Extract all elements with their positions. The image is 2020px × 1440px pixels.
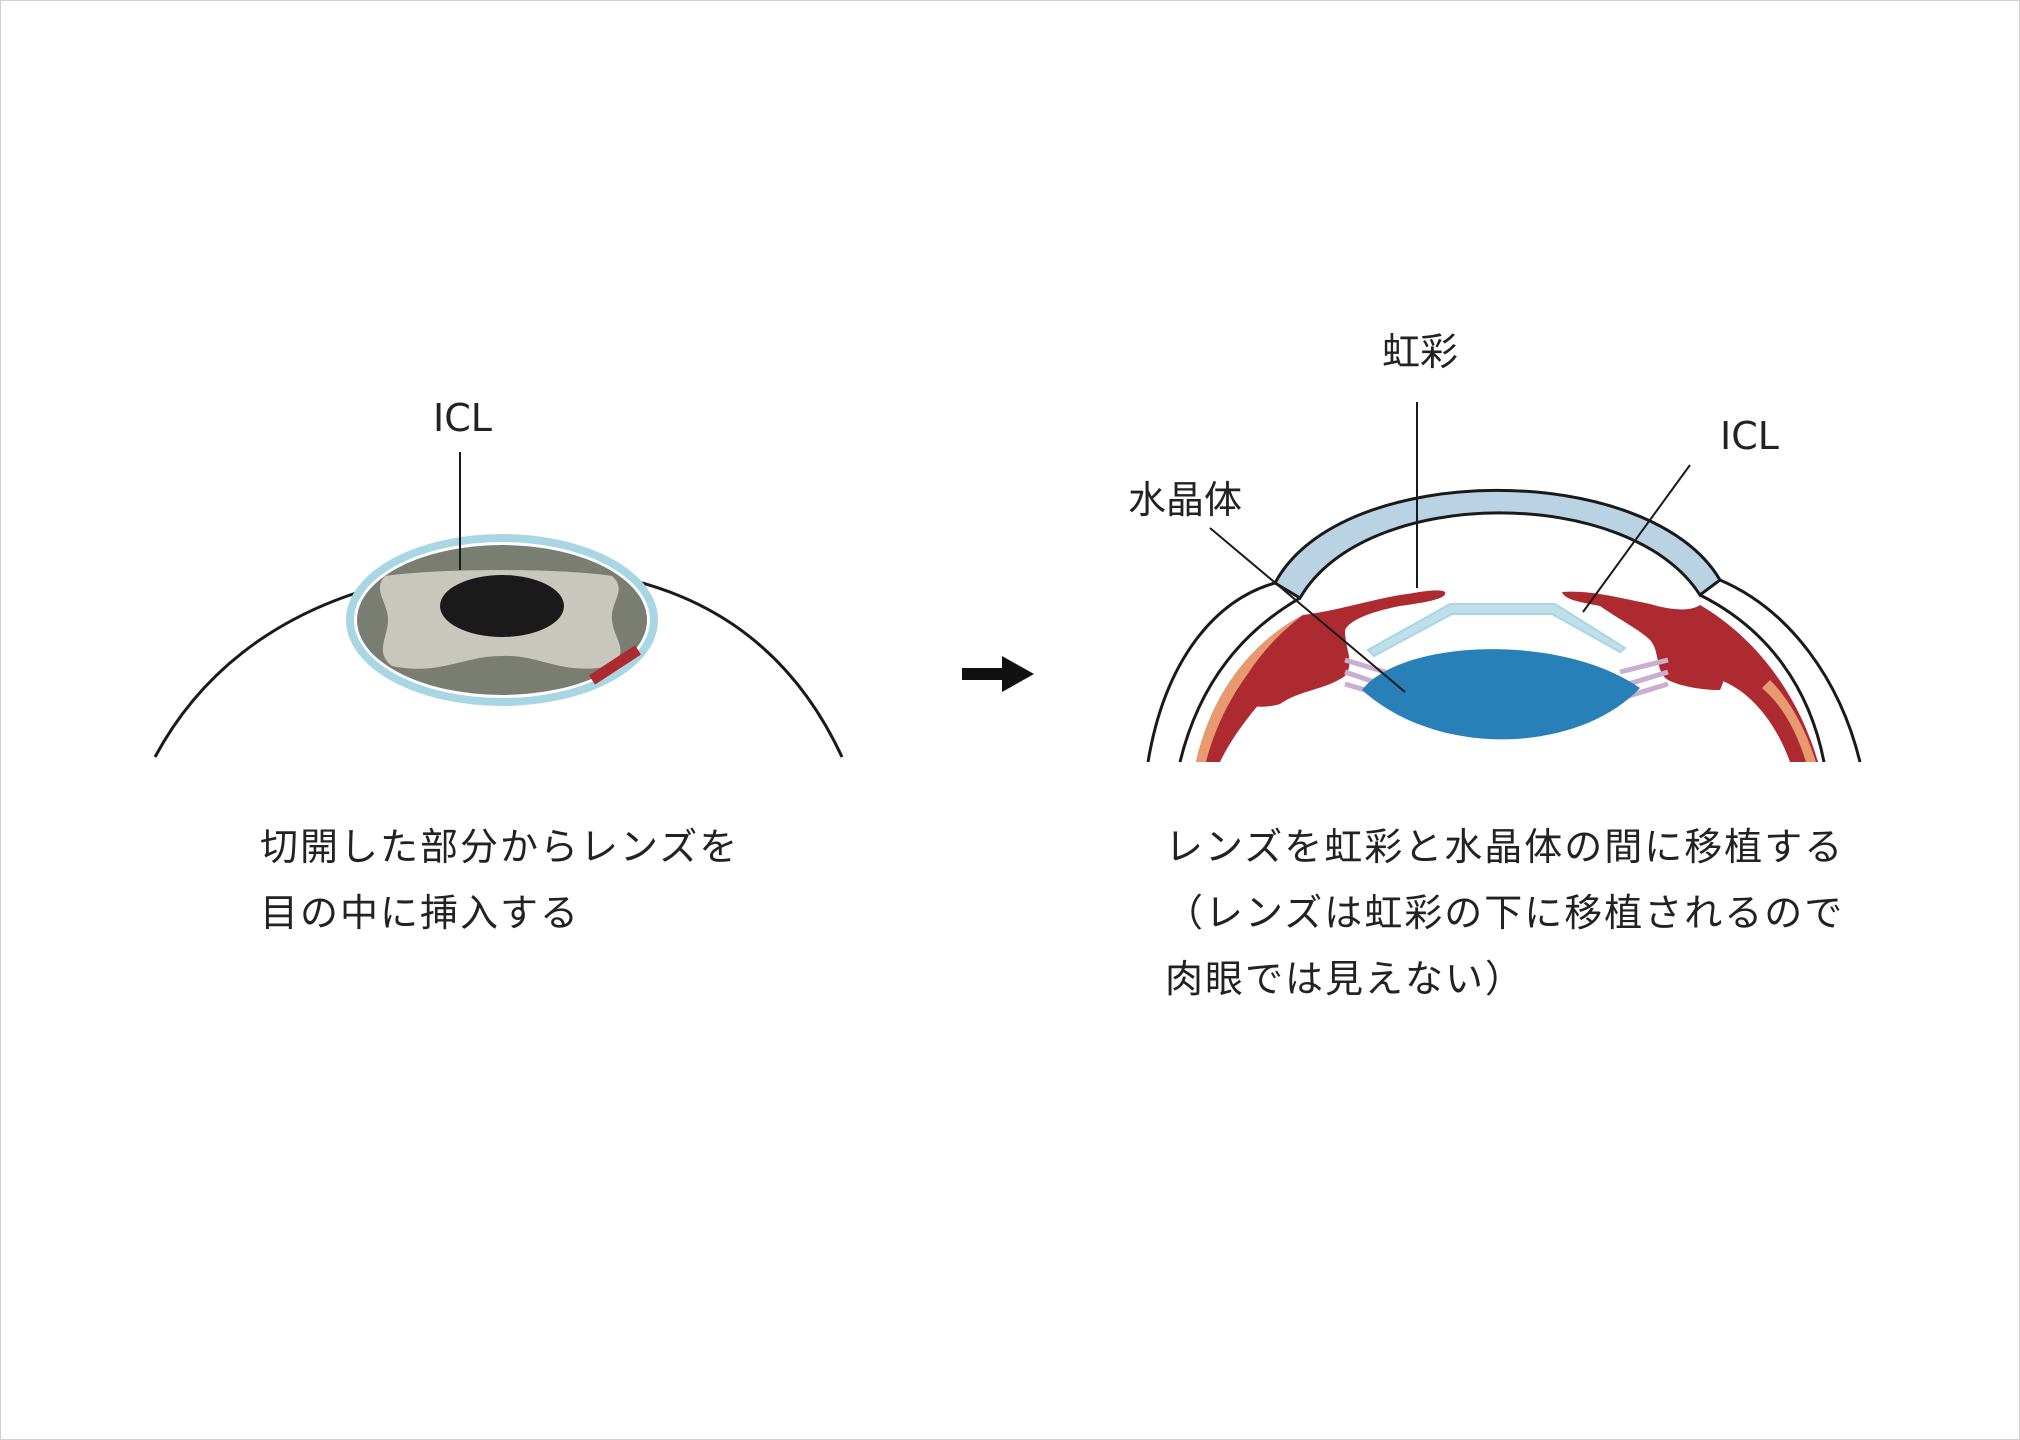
icl-implant-section: [1366, 603, 1627, 658]
iris-label: 虹彩: [1382, 330, 1459, 374]
crystalline-lens: [1362, 649, 1640, 740]
left-caption-line-1: 切開した部分からレンズを: [260, 825, 740, 869]
icl-label-right: ICL: [1720, 414, 1779, 458]
inner-sclera-left: [1178, 596, 1301, 763]
iris-left: [1235, 590, 1446, 707]
pupil: [440, 575, 564, 637]
choroid-right: [1700, 605, 1818, 762]
cornea: [1273, 488, 1722, 601]
lens-leader-line: [1209, 527, 1406, 693]
right-caption-line-2: （レンズは虹彩の下に移植されるので: [1165, 891, 1845, 935]
icl-label-left: ICL: [433, 396, 492, 440]
left-caption-line-2: 目の中に挿入する: [260, 891, 581, 935]
icl-leader-line-right: [1582, 464, 1691, 613]
right-caption-line-3: 肉眼では見えない）: [1165, 957, 1526, 1001]
left-eye-illustration: [153, 452, 844, 758]
inner-sclera-right: [1699, 593, 1826, 763]
incision-mark: [588, 645, 642, 685]
outer-sclera-right: [1719, 578, 1862, 763]
iris-right: [1562, 591, 1726, 690]
crystalline-lens-label: 水晶体: [1128, 478, 1243, 522]
retina-right: [1762, 680, 1816, 762]
right-arrow-icon: [962, 656, 1034, 692]
right-eye-cross-section: [1146, 402, 1862, 763]
retina-left: [1196, 615, 1303, 762]
right-caption-line-1: レンズを虹彩と水晶体の間に移植する: [1165, 825, 1845, 869]
outer-sclera-left: [1146, 581, 1276, 763]
